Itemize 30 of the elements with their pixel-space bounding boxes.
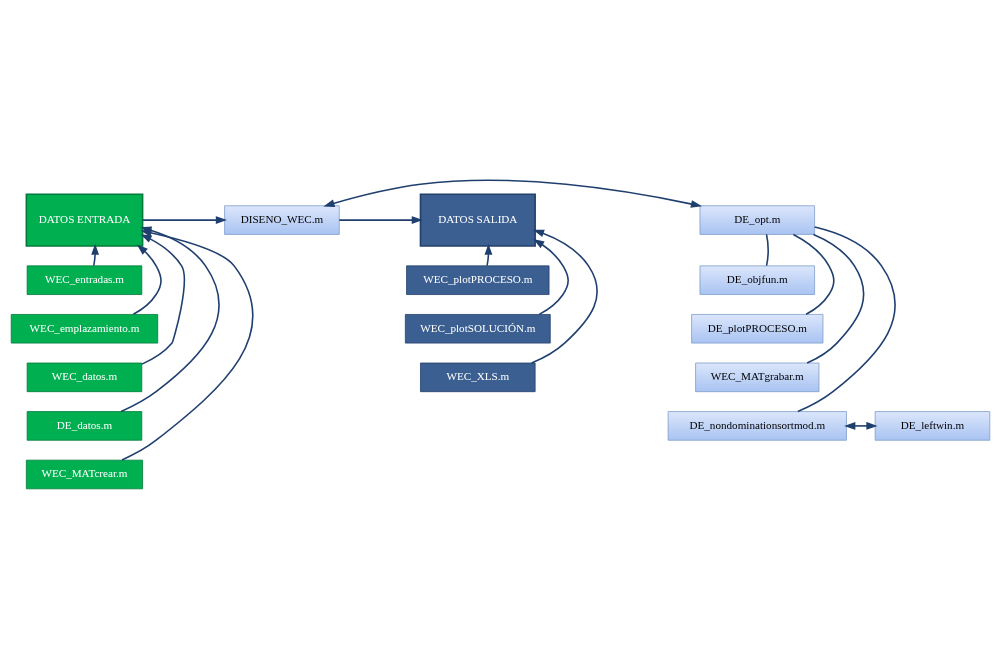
node-box: DE_objfun.m bbox=[699, 264, 815, 295]
arrow bbox=[533, 238, 569, 315]
node-box: DATOS SALIDA bbox=[419, 192, 536, 247]
node-box: WEC_entradas.m bbox=[26, 264, 143, 295]
connector bbox=[806, 233, 865, 364]
node-box: WEC_MATcrear.m bbox=[25, 459, 143, 489]
node-box: DE_datos.m bbox=[26, 410, 143, 441]
arrow bbox=[141, 215, 227, 224]
node-box: WEC_MATgrabar.m bbox=[695, 362, 820, 392]
node-box: WEC_XLS.m bbox=[420, 362, 536, 392]
arrow bbox=[530, 229, 598, 364]
arrow bbox=[140, 233, 186, 365]
connector bbox=[765, 233, 769, 266]
node-box: DE_leftwin.m bbox=[874, 410, 991, 441]
node-box: DE_plotPROCESO.m bbox=[691, 313, 824, 343]
arrow bbox=[484, 243, 493, 266]
node-box: DE_opt.m bbox=[699, 204, 815, 235]
arrow bbox=[338, 215, 423, 224]
arrow bbox=[91, 243, 100, 266]
node-box: WEC_emplazamiento.m bbox=[10, 313, 159, 343]
arrow bbox=[323, 178, 703, 208]
node-box: DATOS ENTRADA bbox=[25, 192, 144, 247]
node-box: DE_nondominationsortmod.m bbox=[667, 410, 847, 441]
connector bbox=[792, 233, 835, 315]
node-box: DISENO_WEC.m bbox=[224, 204, 340, 235]
node-box: WEC_plotSOLUCIÓN.m bbox=[404, 313, 551, 343]
node-box: WEC_datos.m bbox=[26, 362, 143, 392]
node-box: WEC_plotPROCESO.m bbox=[406, 264, 550, 295]
arrow bbox=[844, 421, 878, 430]
arrow bbox=[132, 243, 162, 315]
